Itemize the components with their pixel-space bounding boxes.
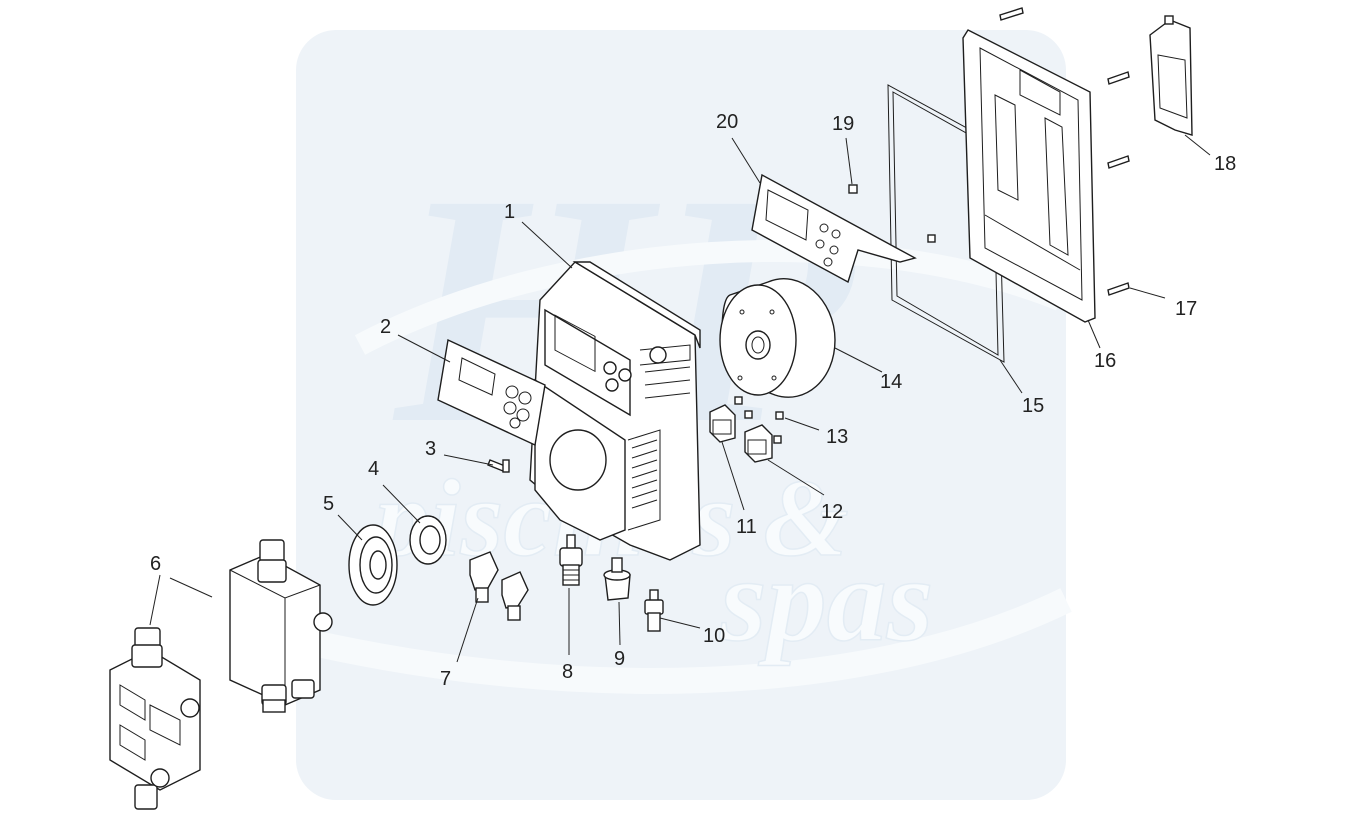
callout-13: 13	[826, 426, 848, 448]
callout-7: 7	[440, 668, 451, 690]
part-19-screw	[848, 184, 858, 194]
part-6-pump-head	[109, 539, 333, 810]
part-7-connectors	[469, 551, 529, 621]
part-13-screws	[734, 396, 784, 444]
leader-lines	[149, 134, 1211, 663]
part-14-motor	[719, 277, 836, 398]
callout-20: 20	[716, 111, 738, 133]
part-20-control-board	[751, 173, 936, 284]
callout-6: 6	[150, 553, 161, 575]
part-4-seal	[409, 515, 447, 565]
callout-15: 15	[1022, 395, 1044, 417]
callout-8: 8	[562, 661, 573, 683]
part-10-fitting	[644, 589, 664, 632]
callout-4: 4	[368, 458, 379, 480]
callout-17: 17	[1175, 298, 1197, 320]
callout-18: 18	[1214, 153, 1236, 175]
part-5-diaphragm	[348, 524, 398, 606]
callout-1: 1	[504, 201, 515, 223]
part-1-housing	[529, 261, 701, 561]
part-2-label-panel	[437, 338, 546, 447]
part-15-gasket	[887, 84, 1005, 363]
part-9-cap	[603, 557, 631, 601]
callout-14: 14	[880, 371, 902, 393]
callout-16: 16	[1094, 350, 1116, 372]
callout-19: 19	[832, 113, 854, 135]
part-17-screws	[999, 7, 1130, 296]
callout-3: 3	[425, 438, 436, 460]
part-16-back-cover	[962, 29, 1096, 323]
callout-10: 10	[703, 625, 725, 647]
callout-2: 2	[380, 316, 391, 338]
parts	[109, 7, 1193, 810]
callout-11: 11	[736, 516, 757, 538]
part-8-valve	[559, 534, 583, 586]
callout-labels: 1 2 3 4 5 6 7 8 9 10 11 12 13 14 15 16 1…	[150, 111, 1236, 690]
watermark-swoosh-top	[354, 240, 1065, 355]
callout-9: 9	[614, 648, 625, 670]
watermark-line2: spas	[719, 533, 933, 666]
part-12-sensor	[744, 424, 773, 463]
callout-5: 5	[323, 493, 334, 515]
part-18-bracket	[1149, 15, 1193, 136]
part-11-sensor	[709, 404, 736, 443]
watermark-swoosh-bottom	[297, 588, 1072, 694]
part-3-screw	[487, 459, 510, 473]
callout-12: 12	[821, 501, 843, 523]
